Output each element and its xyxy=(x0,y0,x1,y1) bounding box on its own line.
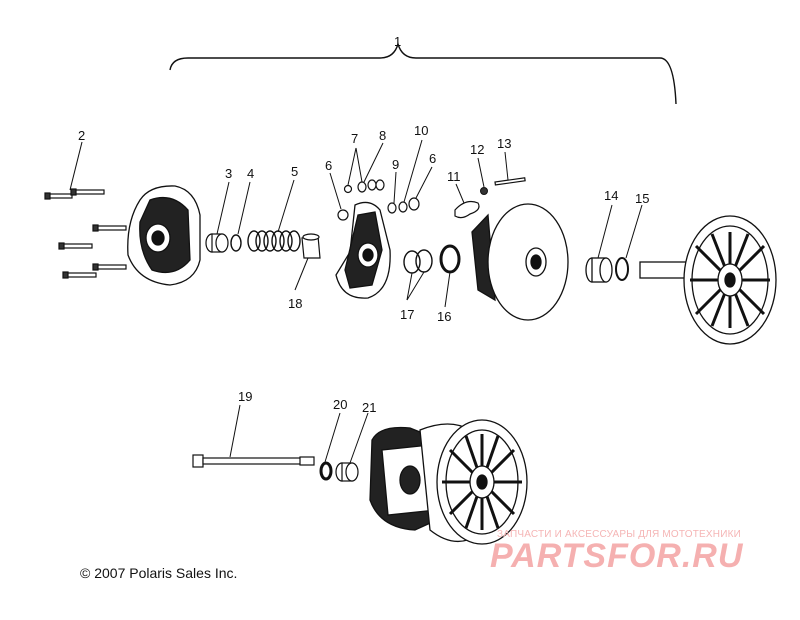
spring-5 xyxy=(247,230,301,252)
bushing-15 xyxy=(615,257,629,281)
callout-12: 12 xyxy=(470,142,484,157)
callout-4: 4 xyxy=(247,166,254,181)
ring-4 xyxy=(230,234,242,252)
clutch-cover xyxy=(127,185,201,286)
moveable-sheave xyxy=(471,203,569,321)
nut-12 xyxy=(480,187,488,195)
ring-17b xyxy=(415,249,433,273)
callout-9: 9 xyxy=(392,157,399,172)
roller-6-left xyxy=(337,209,349,221)
callout-3: 3 xyxy=(225,166,232,181)
bolt-19 xyxy=(192,454,315,468)
washer-20 xyxy=(319,461,333,481)
ring-16 xyxy=(439,244,461,274)
callout-19: 19 xyxy=(238,389,252,404)
washer-7a xyxy=(343,184,353,194)
callout-15: 15 xyxy=(635,191,649,206)
copyright-notice: © 2007 Polaris Sales Inc. xyxy=(80,565,238,581)
fixed-sheave xyxy=(639,215,777,345)
roller-8 xyxy=(357,179,385,193)
callout-18: 18 xyxy=(288,296,302,311)
watermark-logo: PARTSFOR.RU xyxy=(490,537,744,575)
callout-8: 8 xyxy=(379,128,386,143)
callout-21: 21 xyxy=(362,400,376,415)
callout-6-right: 6 xyxy=(429,151,436,166)
weight-11 xyxy=(454,200,480,219)
callout-14: 14 xyxy=(604,188,618,203)
callout-20: 20 xyxy=(333,397,347,412)
callout-16: 16 xyxy=(437,309,451,324)
callout-17: 17 xyxy=(400,307,414,322)
callout-2: 2 xyxy=(78,128,85,143)
watermark-tagline: ЗАПЧАСТИ И АКСЕССУАРЫ ДЛЯ МОТОТЕХНИКИ xyxy=(497,529,742,540)
callout-10: 10 xyxy=(414,123,428,138)
assembly-bracket xyxy=(169,41,677,105)
roller-6-right xyxy=(408,197,420,211)
bushing-14 xyxy=(585,257,613,283)
bushing-21 xyxy=(335,462,359,482)
bushing-18 xyxy=(301,233,321,259)
leader-lines xyxy=(69,139,643,464)
assembled-clutch xyxy=(369,419,528,545)
callout-7: 7 xyxy=(351,131,358,146)
pin-9 xyxy=(387,201,408,214)
pin-13 xyxy=(494,177,526,186)
callout-6-left: 6 xyxy=(325,158,332,173)
callout-11: 11 xyxy=(447,169,461,184)
callout-5: 5 xyxy=(291,164,298,179)
bolts-group xyxy=(44,188,127,279)
callout-13: 13 xyxy=(497,136,511,151)
spider xyxy=(335,201,391,299)
callout-1: 1 xyxy=(394,34,401,49)
bushing-3 xyxy=(205,233,229,253)
